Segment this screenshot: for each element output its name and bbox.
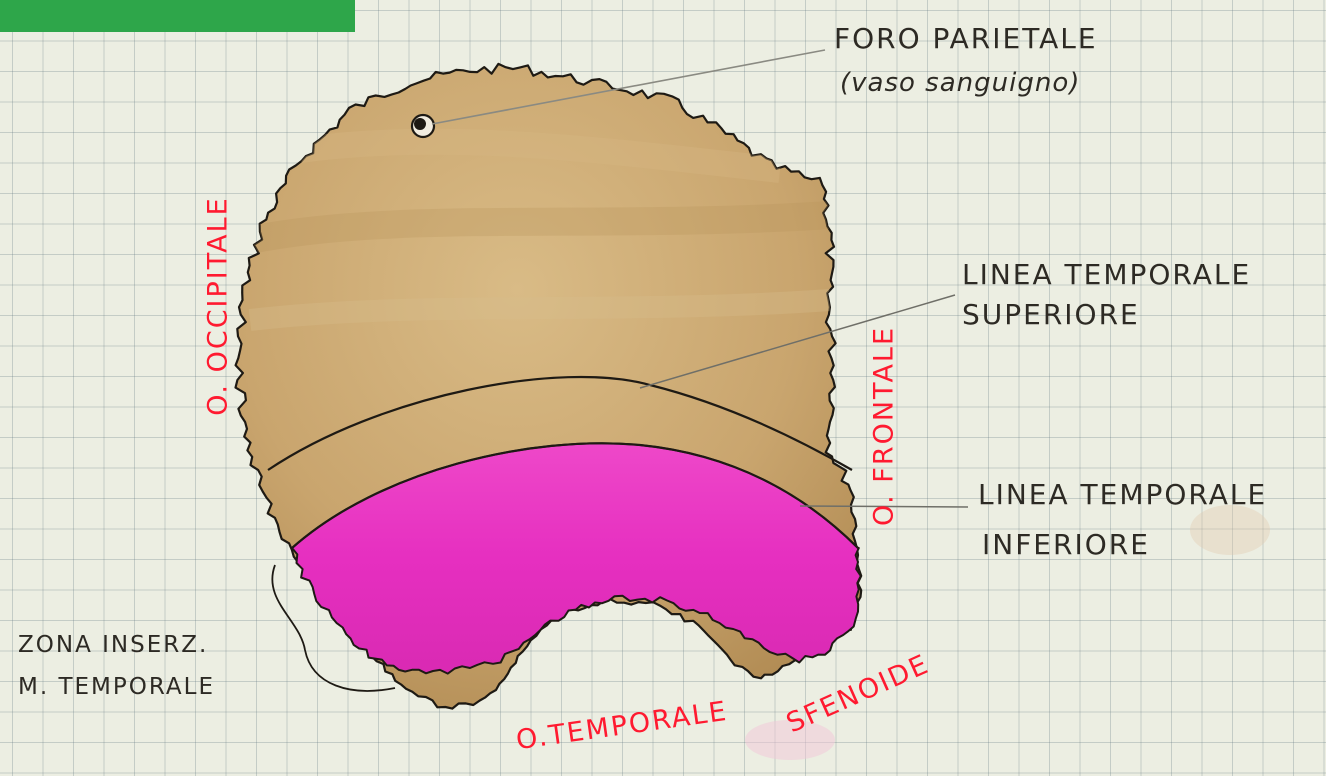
label-linea-inferiore-2: INFERIORE: [982, 528, 1150, 561]
parietal-foramen-hole: [414, 118, 426, 130]
label-foro-parietale: FORO PARIETALE: [834, 22, 1098, 55]
header-tab: [0, 0, 355, 32]
paper-stain: [1190, 505, 1270, 555]
label-linea-superiore-1: LINEA TEMPORALE: [962, 258, 1251, 291]
label-linea-superiore-2: SUPERIORE: [962, 298, 1140, 331]
label-vaso-sanguigno: (vaso sanguigno): [840, 68, 1080, 98]
label-osso-occipitale: O. OCCIPITALE: [203, 196, 234, 415]
label-zona-inserzione-1: ZONA INSERZ.: [18, 632, 208, 658]
label-linea-inferiore-1: LINEA TEMPORALE: [978, 478, 1267, 511]
label-zona-inserzione-2: M. TEMPORALE: [18, 674, 215, 700]
label-osso-frontale: O. FRONTALE: [869, 326, 900, 526]
